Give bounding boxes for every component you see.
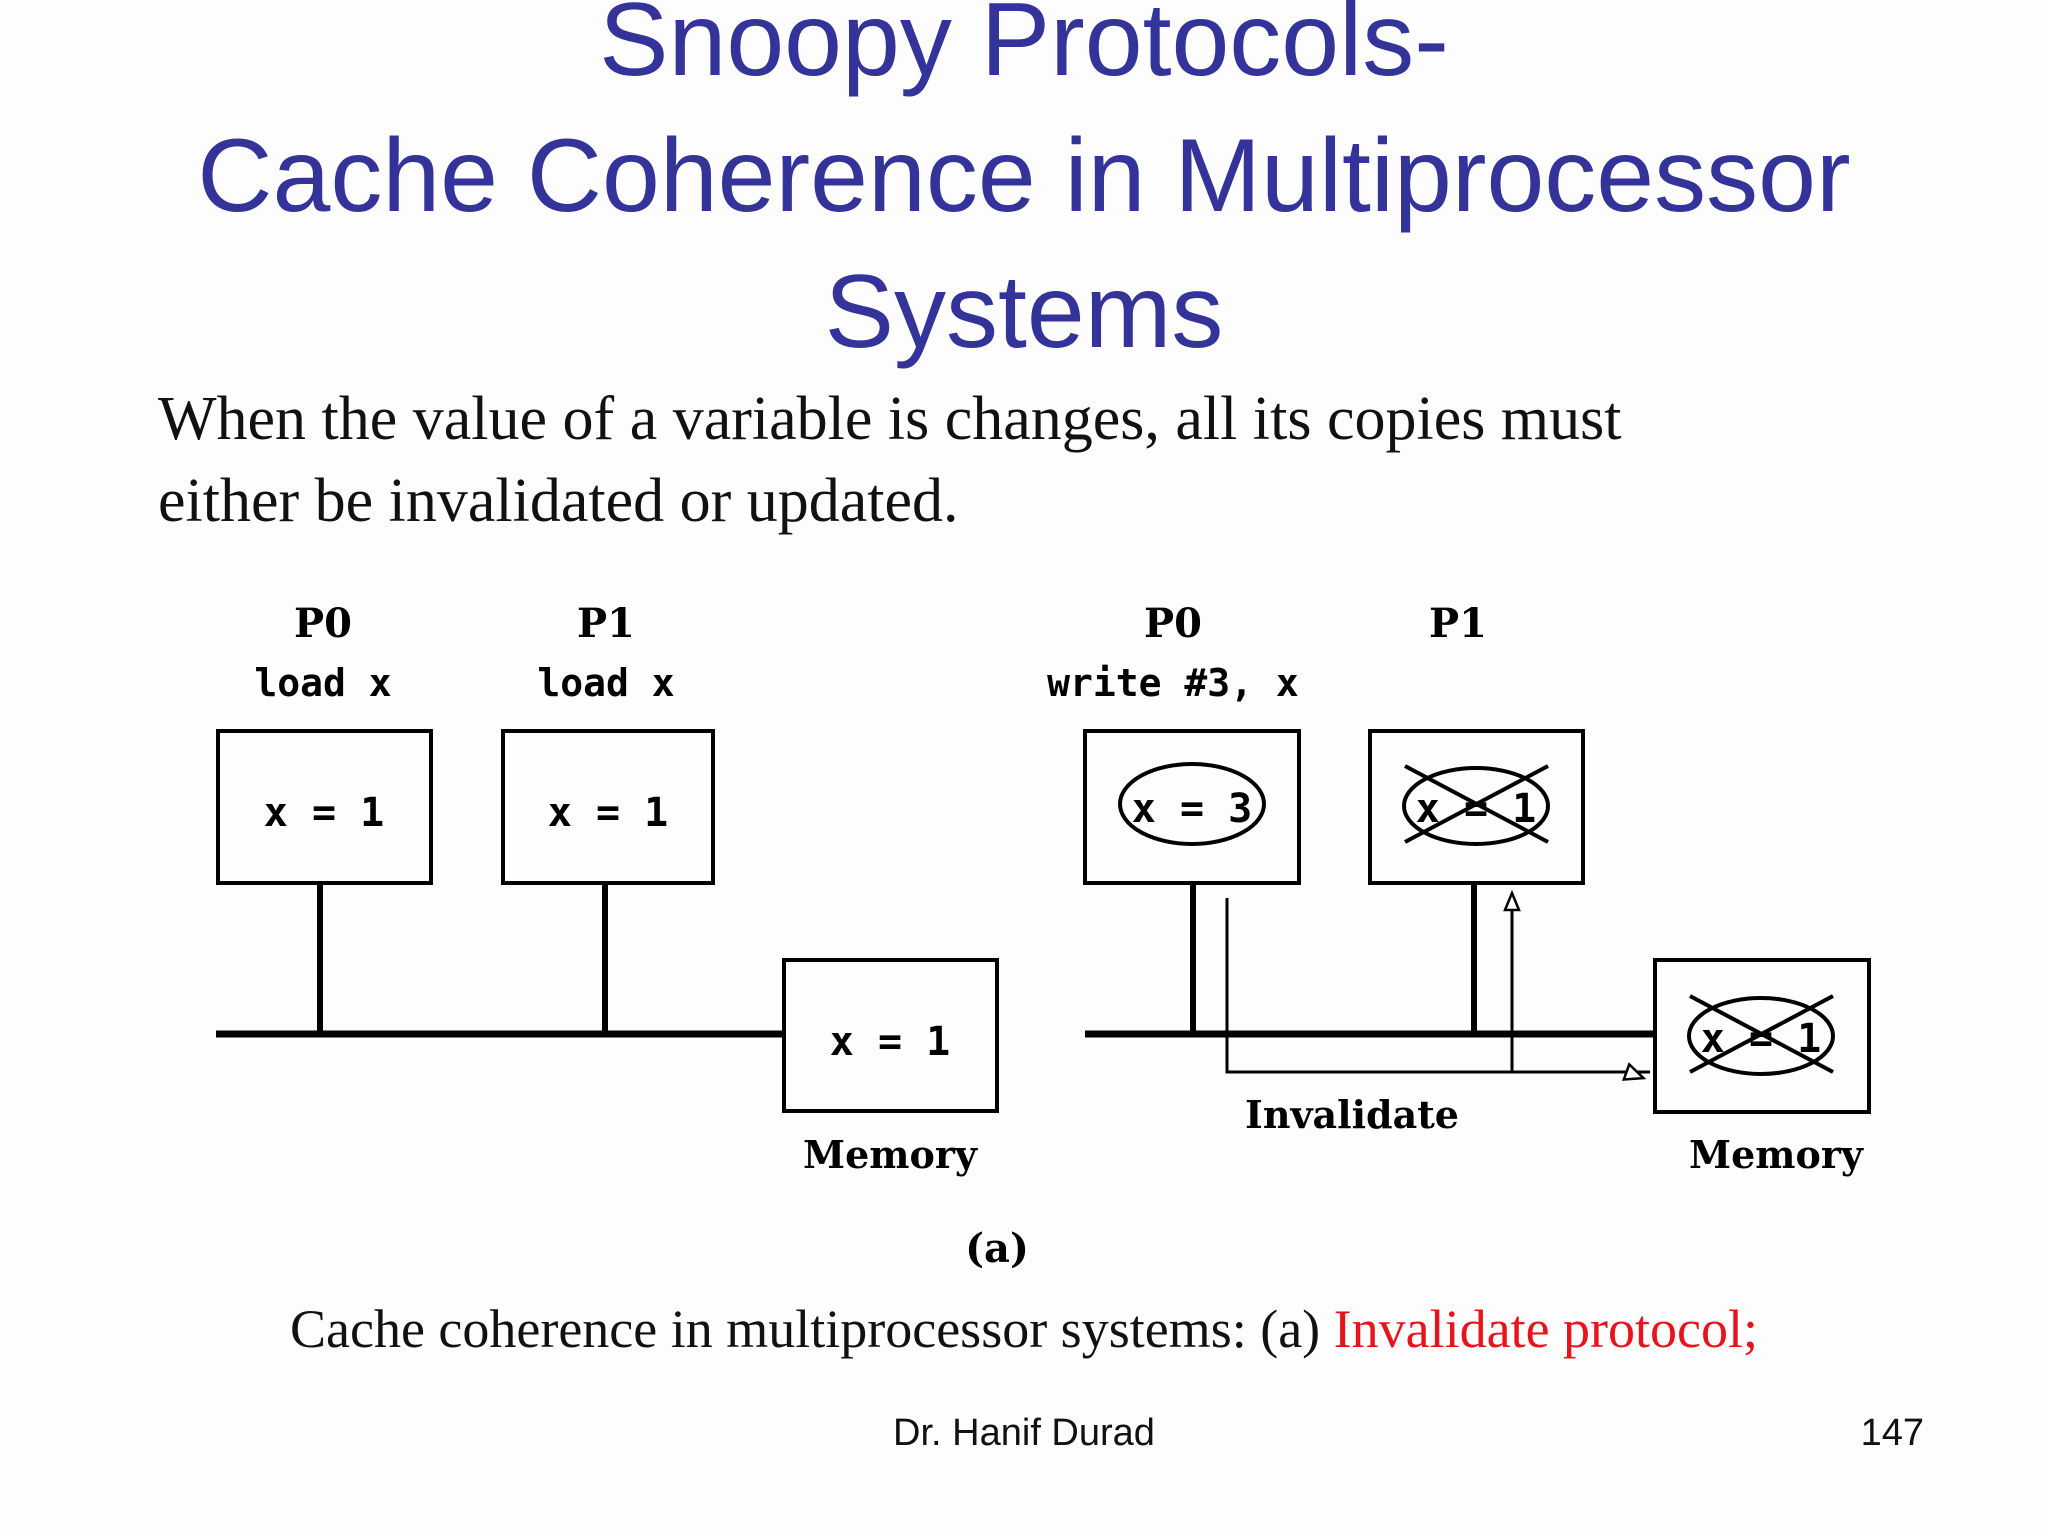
figure-label: (a) bbox=[965, 1225, 1029, 1272]
left-p0-label: P0 bbox=[294, 600, 352, 647]
left-p1-op: load x bbox=[537, 661, 674, 705]
right-p0-op: write #3, x bbox=[1047, 661, 1299, 705]
invalidate-protocol-diagram: P0 load x P1 load x x = 1 x = 1 x = 1 Me… bbox=[216, 600, 1871, 1272]
body-text: When the value of a variable is changes,… bbox=[158, 378, 1958, 542]
right-memory-cross-stroke-2 bbox=[1689, 994, 1834, 1074]
figure-caption: Cache coherence in multiprocessor system… bbox=[0, 1298, 2048, 1360]
left-p1-label: P1 bbox=[577, 600, 635, 647]
invalidate-signal-line bbox=[1225, 898, 1650, 1074]
left-p0-cache-box bbox=[216, 729, 433, 885]
invalidate-up-arrow-icon bbox=[1503, 889, 1521, 912]
right-p0-updated-ellipse bbox=[1118, 762, 1266, 846]
left-memory-label: Memory bbox=[803, 1132, 978, 1177]
left-p0-cache-value: x = 1 bbox=[264, 790, 384, 836]
left-panel: P0 load x P1 load x x = 1 x = 1 x = 1 Me… bbox=[216, 600, 999, 1177]
body-line-1: When the value of a variable is changes,… bbox=[158, 385, 1622, 453]
slide-title: Snoopy Protocols- Cache Coherence in Mul… bbox=[0, 0, 2048, 380]
right-memory-invalid-ellipse bbox=[1687, 996, 1835, 1076]
invalidate-right-arrow-icon bbox=[1621, 1062, 1647, 1081]
caption-prefix: Cache coherence in multiprocessor system… bbox=[290, 1299, 1334, 1359]
right-memory-label: Memory bbox=[1689, 1132, 1864, 1177]
right-p0-label: P0 bbox=[1144, 600, 1202, 647]
right-panel: P0 write #3, x P1 x = 3 x = 1 Invalidate… bbox=[1047, 600, 1871, 1177]
right-p1-label: P1 bbox=[1429, 600, 1487, 647]
left-memory-value: x = 1 bbox=[830, 1019, 950, 1065]
right-memory-box bbox=[1653, 958, 1871, 1114]
right-p0-cache-value: x = 3 bbox=[1132, 786, 1252, 832]
right-p1-invalid-ellipse bbox=[1402, 766, 1550, 846]
left-memory-box bbox=[782, 958, 999, 1113]
invalidate-label: Invalidate bbox=[1245, 1092, 1459, 1137]
title-line-2: Cache Coherence in Multiprocessor bbox=[197, 118, 1851, 234]
right-p1-cross-stroke-2 bbox=[1404, 764, 1549, 844]
footer-author: Dr. Hanif Durad bbox=[893, 1412, 1155, 1454]
caption-highlight: Invalidate protocol; bbox=[1333, 1299, 1758, 1359]
left-p0-op: load x bbox=[254, 661, 391, 705]
page-number: 147 bbox=[1860, 1412, 1924, 1454]
title-line-1: Snoopy Protocols- bbox=[599, 0, 1449, 98]
title-line-3: Systems bbox=[824, 254, 1224, 370]
left-p1-cache-value: x = 1 bbox=[548, 790, 668, 836]
body-line-2: either be invalidated or updated. bbox=[158, 467, 959, 535]
